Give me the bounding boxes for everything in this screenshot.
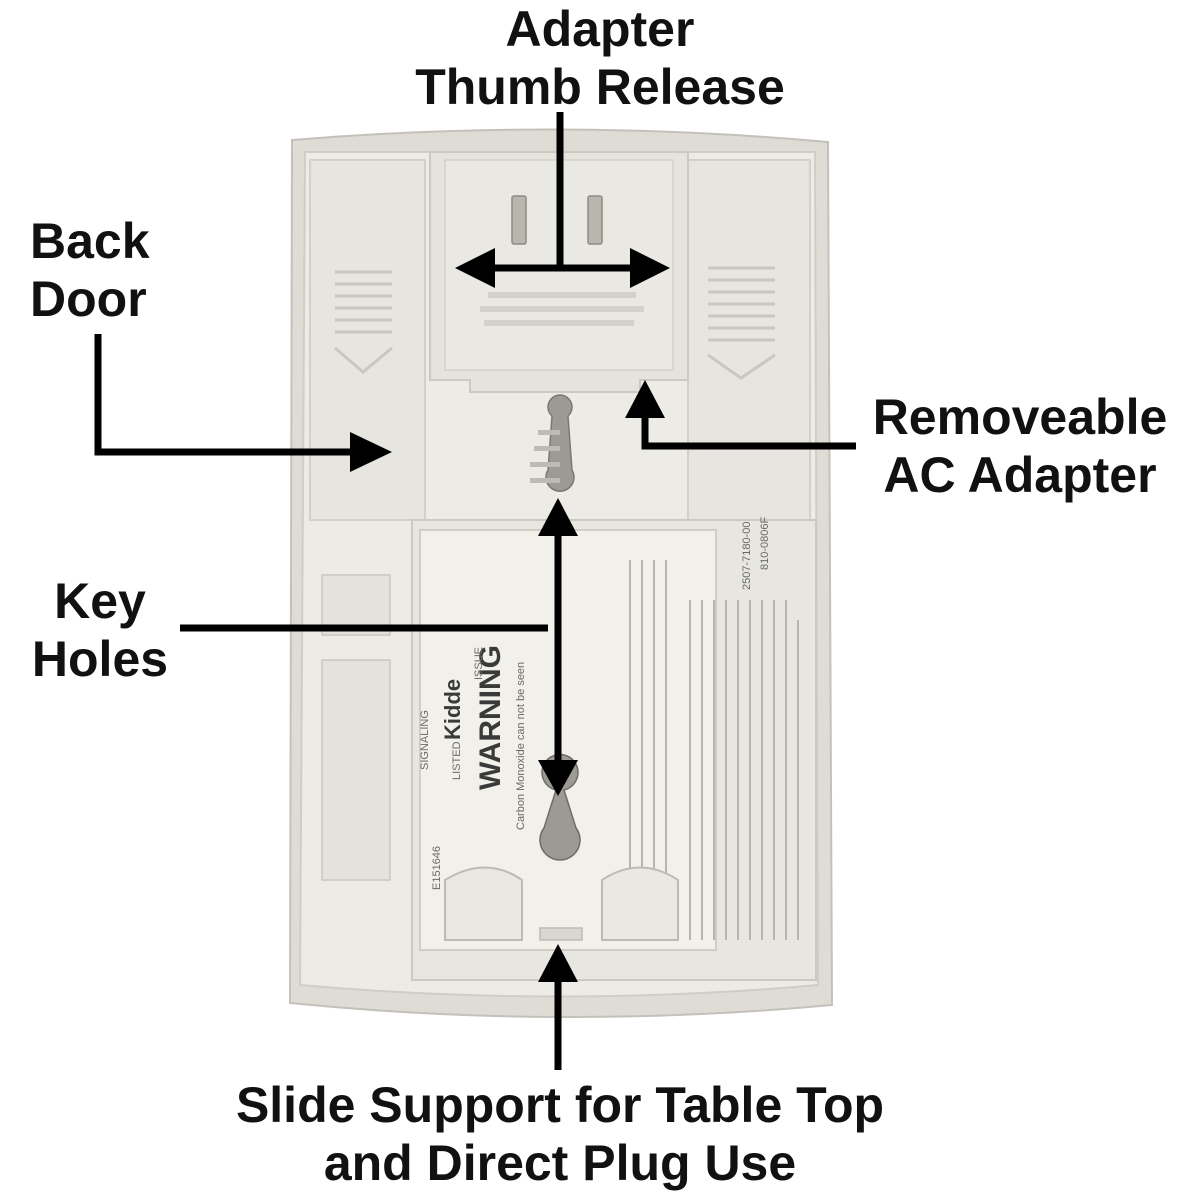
label-e-number: E151646 [431, 846, 443, 890]
callout-slide-support-line2: and Direct Plug Use [323, 1135, 797, 1191]
arrowhead-thumb-left [455, 248, 495, 288]
label-co-line: Carbon Monoxide can not be seen [515, 662, 527, 830]
callout-slide-support: Slide Support for Table Top and Direct P… [150, 1076, 970, 1192]
callout-back-door: Back Door [30, 212, 150, 328]
slide-support-notch [539, 927, 583, 941]
left-vent-chevron [334, 346, 393, 374]
slide-support-left [444, 866, 523, 941]
adapter-embossed-text [480, 292, 644, 326]
callout-thumb-release-line2: Thumb Release [415, 59, 785, 115]
prong-left [511, 195, 527, 245]
arrows [94, 112, 856, 1070]
arrowhead-slide-support [538, 944, 578, 982]
callout-key-holes: Key Holes [20, 572, 180, 688]
callout-back-door-line2: Door [30, 271, 147, 327]
label-brand: Kidde [440, 679, 465, 740]
label-listed: LISTED [451, 741, 463, 780]
left-tab-lower [321, 659, 391, 881]
key-hole-upper [545, 394, 575, 492]
label-signaling: SIGNALING [419, 710, 431, 770]
label-warning: WARNING [474, 645, 507, 790]
callout-thumb-release-line1: Adapter [505, 1, 695, 57]
upper-key-hole-text [530, 430, 560, 483]
arrowhead-key-lower [538, 760, 578, 796]
callout-back-door-line1: Back [30, 213, 150, 269]
right-vent [708, 266, 775, 342]
callout-thumb-release: Adapter Thumb Release [330, 0, 870, 116]
arrowhead-ac-adapter [625, 380, 665, 418]
label-fine-print [629, 560, 799, 940]
arrowhead-key-upper [538, 498, 578, 536]
callout-key-holes-line2: Holes [31, 631, 169, 687]
callout-slide-support-line1: Slide Support for Table Top [235, 1077, 885, 1133]
slide-support-right [601, 866, 679, 941]
label-code: 810-0806F [759, 517, 771, 570]
callout-ac-adapter-line1: Removeable [872, 389, 1168, 445]
left-vent [335, 270, 392, 334]
label-text-group: Kidde WARNING Carbon Monoxide can not be… [419, 517, 771, 890]
callout-ac-adapter-line2: AC Adapter [883, 447, 1157, 503]
arrowheads [350, 248, 670, 982]
left-rail [309, 159, 426, 521]
callout-key-holes-line1: Key [54, 573, 146, 629]
arrowhead-back-door [350, 432, 392, 472]
right-vent-chevron [707, 353, 776, 380]
arrowhead-thumb-right [630, 248, 670, 288]
label-part-no: 2507-7180-00 [741, 521, 753, 590]
callout-ac-adapter: Removeable AC Adapter [860, 388, 1180, 504]
label-issue: ISSUE [473, 647, 485, 680]
prong-right [587, 195, 603, 245]
